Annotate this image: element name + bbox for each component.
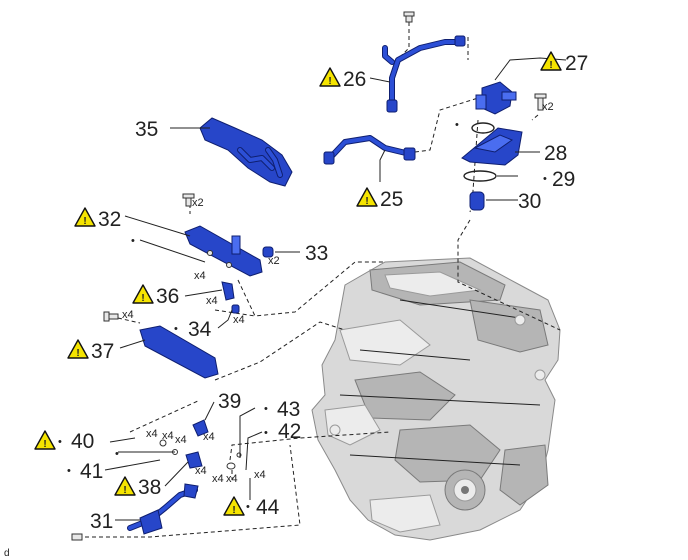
bullet-dot: • bbox=[58, 436, 62, 448]
part-26-fuel-pipe bbox=[382, 11, 466, 113]
svg-text:!: ! bbox=[123, 485, 126, 496]
callout-35: 35 bbox=[135, 118, 158, 141]
warning-triangle-icon: ! bbox=[132, 284, 154, 304]
qty-label: x4 bbox=[226, 473, 238, 485]
qty-label: x4 bbox=[203, 431, 215, 443]
quantity-labels: x2 x2 x2 x4 x4 x4 x4 x4 x4 x4 x4 x4 x4 x… bbox=[122, 101, 554, 485]
svg-text:!: ! bbox=[83, 216, 86, 227]
callout-33: 33 bbox=[305, 242, 328, 265]
bullet-dot: • bbox=[455, 119, 459, 131]
part-28-bracket bbox=[461, 122, 523, 166]
callout-28: 28 bbox=[544, 142, 567, 165]
qty-label: x4 bbox=[162, 430, 174, 442]
svg-text:!: ! bbox=[549, 60, 552, 71]
part-27-fuel-pump bbox=[475, 81, 547, 115]
warning-triangle-icon: ! bbox=[223, 496, 245, 516]
qty-label: x4 bbox=[206, 295, 218, 307]
callout-32: 32 bbox=[98, 208, 121, 231]
callout-29: 29 bbox=[552, 168, 575, 191]
warning-triangle-icon: ! bbox=[34, 430, 56, 450]
qty-label: x2 bbox=[192, 197, 204, 209]
part-34-seal bbox=[231, 304, 240, 314]
part-30-lifter bbox=[469, 191, 485, 211]
svg-text:!: ! bbox=[365, 196, 368, 207]
bullet-dot: • bbox=[115, 448, 119, 460]
callout-25: 25 bbox=[380, 188, 403, 211]
part-39-injector bbox=[192, 419, 209, 437]
bullet-dot: • bbox=[131, 235, 135, 247]
assembly-dashed-lines bbox=[85, 22, 561, 538]
part-38-injector bbox=[185, 451, 203, 469]
warning-triangle-icon: ! bbox=[74, 207, 96, 227]
part-33-cap bbox=[262, 246, 274, 258]
callout-27: 27 bbox=[565, 52, 588, 75]
part-32-delivery-pipe bbox=[182, 193, 263, 277]
callout-40: 40 bbox=[71, 430, 94, 453]
callout-42: 42 bbox=[278, 420, 301, 443]
qty-label: x4 bbox=[195, 465, 207, 477]
qty-label: x2 bbox=[268, 255, 280, 267]
callout-38: 38 bbox=[138, 476, 161, 499]
part-35-wire-harness bbox=[199, 117, 293, 187]
callout-34: 34 bbox=[188, 318, 212, 341]
small-seals bbox=[159, 439, 242, 470]
callout-43: 43 bbox=[277, 398, 300, 421]
bullet-dot: • bbox=[246, 501, 250, 513]
warning-triangle-icon: ! bbox=[114, 476, 136, 496]
qty-label: x4 bbox=[122, 309, 134, 321]
callout-39: 39 bbox=[218, 390, 241, 413]
warning-triangle-icon: ! bbox=[67, 339, 89, 359]
callout-36: 36 bbox=[156, 285, 179, 308]
warning-triangle-icon: ! bbox=[319, 67, 341, 87]
svg-text:!: ! bbox=[141, 293, 144, 304]
part-25-fuel-pipe bbox=[323, 135, 416, 165]
qty-label: x4 bbox=[254, 469, 266, 481]
figure-code: d bbox=[4, 548, 10, 559]
callout-26: 26 bbox=[343, 68, 366, 91]
warning-triangle-icon: ! bbox=[540, 51, 562, 71]
callout-31: 31 bbox=[90, 510, 113, 533]
qty-label: x2 bbox=[542, 101, 554, 113]
qty-label: x4 bbox=[146, 428, 158, 440]
bullet-dot: • bbox=[264, 403, 268, 415]
qty-label: x4 bbox=[233, 314, 245, 326]
callout-44: 44 bbox=[256, 496, 280, 519]
svg-text:!: ! bbox=[76, 348, 79, 359]
part-37-delivery-pipe bbox=[103, 311, 219, 379]
qty-label: x4 bbox=[212, 473, 224, 485]
part-31-fuel-pipe bbox=[71, 483, 199, 541]
svg-text:!: ! bbox=[328, 76, 331, 87]
qty-label: x4 bbox=[194, 270, 206, 282]
part-36-injector bbox=[221, 281, 235, 301]
bullet-dot: • bbox=[174, 323, 178, 335]
qty-label: x4 bbox=[175, 434, 187, 446]
part-29-o-ring bbox=[463, 170, 497, 182]
callout-30: 30 bbox=[518, 190, 541, 213]
warning-triangle-icon: ! bbox=[356, 187, 378, 207]
engine-block bbox=[311, 257, 561, 541]
callout-numbers: 26 27 35 28 29 25 30 32 33 36 34 37 39 4… bbox=[71, 52, 588, 533]
bullet-dot: • bbox=[543, 173, 547, 185]
callout-41: 41 bbox=[80, 460, 103, 483]
callout-37: 37 bbox=[91, 340, 114, 363]
bullet-dot: • bbox=[67, 465, 71, 477]
bullet-dot: • bbox=[264, 427, 268, 439]
bullet-dots: • • • • • • • • • • bbox=[58, 119, 547, 513]
svg-text:!: ! bbox=[43, 439, 46, 450]
svg-text:!: ! bbox=[232, 505, 235, 516]
